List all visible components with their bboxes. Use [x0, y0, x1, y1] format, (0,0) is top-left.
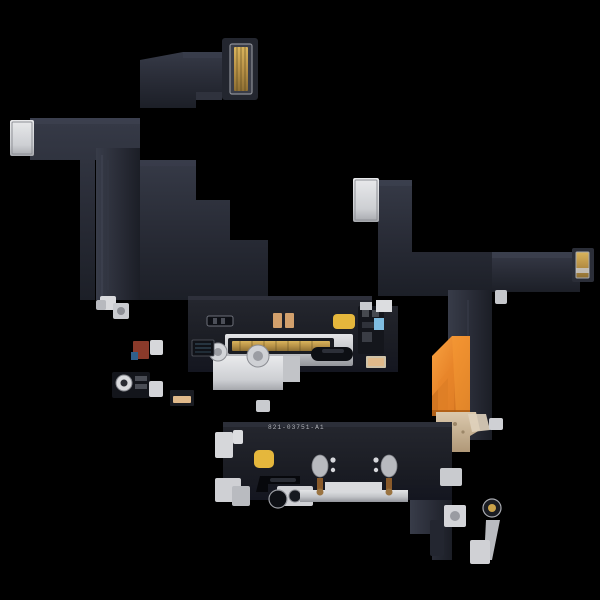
flex-cable-harness: [10, 38, 594, 440]
shield-can-notch-b: [221, 318, 225, 324]
mid-right-connector: [353, 178, 379, 222]
lower-board-bracket-raise: [325, 482, 382, 492]
tail-grommet-gold: [488, 504, 496, 512]
left-ic-hole: [120, 379, 128, 387]
clip-right-edge: [489, 418, 503, 430]
smd-b: [372, 310, 379, 317]
tail-clip-hole: [450, 511, 460, 521]
left-clip-d: [150, 340, 163, 355]
kapton-pad-b: [285, 313, 294, 328]
lower-board-bracket: [300, 490, 408, 502]
kapton-pad-right: [468, 414, 490, 432]
left-lower-kapton: [173, 396, 191, 403]
charge-port-base-plate-right: [283, 356, 300, 382]
flex-trunk-vertical: [96, 148, 140, 300]
left-arm-connector: [10, 120, 34, 156]
copper-tape-highlight: [452, 336, 470, 416]
flex-highlight-left-arm: [30, 118, 140, 124]
antenna-contact-right: [380, 454, 398, 478]
flex-segment-top: [140, 52, 228, 108]
top-connector-pins: [236, 47, 246, 91]
smd-a: [362, 310, 369, 317]
flex-step-highlight: [140, 160, 196, 166]
left-clip-e: [149, 381, 163, 397]
screw-head-right: [385, 488, 393, 496]
flex-right-arm-highlight: [492, 252, 580, 258]
flex-right-upper-highlight: [378, 180, 412, 186]
left-ic-pad-a: [135, 376, 147, 381]
right-arm-connector-tab: [576, 268, 589, 273]
lower-board: [215, 422, 452, 509]
kapton-tab-right-inner: [368, 358, 384, 366]
ic-block-left-traces: [195, 343, 211, 353]
mid-right-connector-frame: [354, 179, 378, 221]
port-screw-hole-right: [253, 351, 263, 361]
clip-lower-left: [233, 430, 243, 444]
pad-yellow-upper: [333, 314, 355, 329]
shield-can-notch-a: [213, 318, 217, 324]
clip-center-upper: [256, 400, 270, 412]
right-arm-connector-frame: [575, 251, 590, 279]
flex-segment-right-arm: [492, 252, 580, 292]
charge-port-board-edge: [188, 296, 372, 300]
right-arm-connector: [576, 252, 589, 278]
lower-board-screw-hole: [288, 489, 302, 503]
antenna-dot-a: [330, 457, 336, 463]
tail-clip-upper: [440, 468, 462, 486]
flex-segment-left-arm: [30, 118, 140, 300]
antenna-dot-b: [330, 467, 336, 473]
shield-can-small: [206, 315, 234, 327]
white-tab-right: [376, 300, 392, 312]
charge-port-pins: [239, 341, 313, 351]
left-clip-b-hole: [117, 307, 125, 315]
pad-yellow-lower: [254, 450, 274, 468]
lower-board-clip-left: [215, 432, 233, 458]
left-clip-c: [96, 300, 106, 310]
screw-post-right: [386, 478, 392, 490]
misc-clips: [233, 290, 507, 444]
lower-board-clip-bottom-left-2: [232, 486, 250, 506]
kapton-pad-a: [273, 313, 282, 328]
lower-board-grommet: [268, 489, 288, 509]
clip-right-arm: [495, 290, 507, 304]
copper-tape-fold-2: [438, 364, 454, 416]
microphone-slot: [322, 349, 344, 353]
component-blue: [374, 318, 384, 330]
charge-port-board: [188, 296, 398, 390]
left-ic-pad-b: [135, 384, 147, 389]
kapton-speck-b: [461, 430, 465, 434]
component-navy: [131, 352, 138, 360]
bottom-right-tail: [410, 468, 502, 564]
flex-segment-right-upper: [378, 180, 492, 296]
screw-head-left: [316, 488, 324, 496]
antenna-contact-left: [311, 454, 329, 478]
kapton-speck-a: [453, 422, 457, 426]
copper-shield: [432, 336, 470, 416]
lower-board-edge: [223, 422, 452, 427]
antenna-dot-d: [373, 467, 379, 473]
left-component-cluster: [96, 296, 194, 406]
top-connector-frame: [229, 43, 253, 95]
antenna-dot-c: [373, 457, 379, 463]
tail-block: [430, 520, 444, 556]
left-arm-connector-frame: [11, 121, 33, 155]
lower-board-channel-inner: [270, 478, 296, 482]
smd-d: [362, 332, 372, 342]
white-tab-right-2: [360, 302, 372, 310]
screw-post-left: [317, 478, 323, 490]
flex-segment-step: [140, 160, 268, 300]
flex-ribbon-top: [196, 92, 222, 100]
port-screw-hole-left: [214, 348, 222, 356]
tail-clip-lower: [470, 540, 490, 564]
flex-highlight-top: [183, 52, 228, 58]
smd-c: [362, 322, 378, 328]
